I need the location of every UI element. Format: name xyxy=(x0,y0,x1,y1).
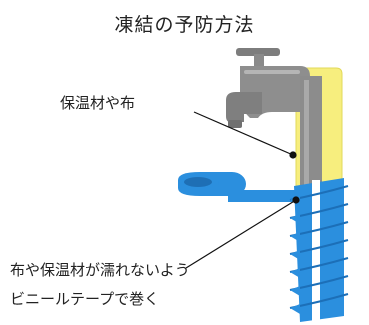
tape-roll xyxy=(178,172,300,202)
diagram-title: 凍結の予防方法 xyxy=(114,14,255,36)
insulation-label: 保温材や布 xyxy=(60,94,136,112)
leader-line-tape xyxy=(185,199,297,269)
wrap-instruction-line1: 布や保温材が濡れないよう xyxy=(10,261,190,279)
wrap-instruction-line2: ビニールテープで巻く xyxy=(10,290,160,308)
faucet xyxy=(226,48,322,196)
leader-dot-insulation xyxy=(289,151,297,159)
leader-lines xyxy=(185,111,300,269)
leader-line-insulation xyxy=(193,111,294,156)
leader-dot-tape xyxy=(292,196,300,204)
